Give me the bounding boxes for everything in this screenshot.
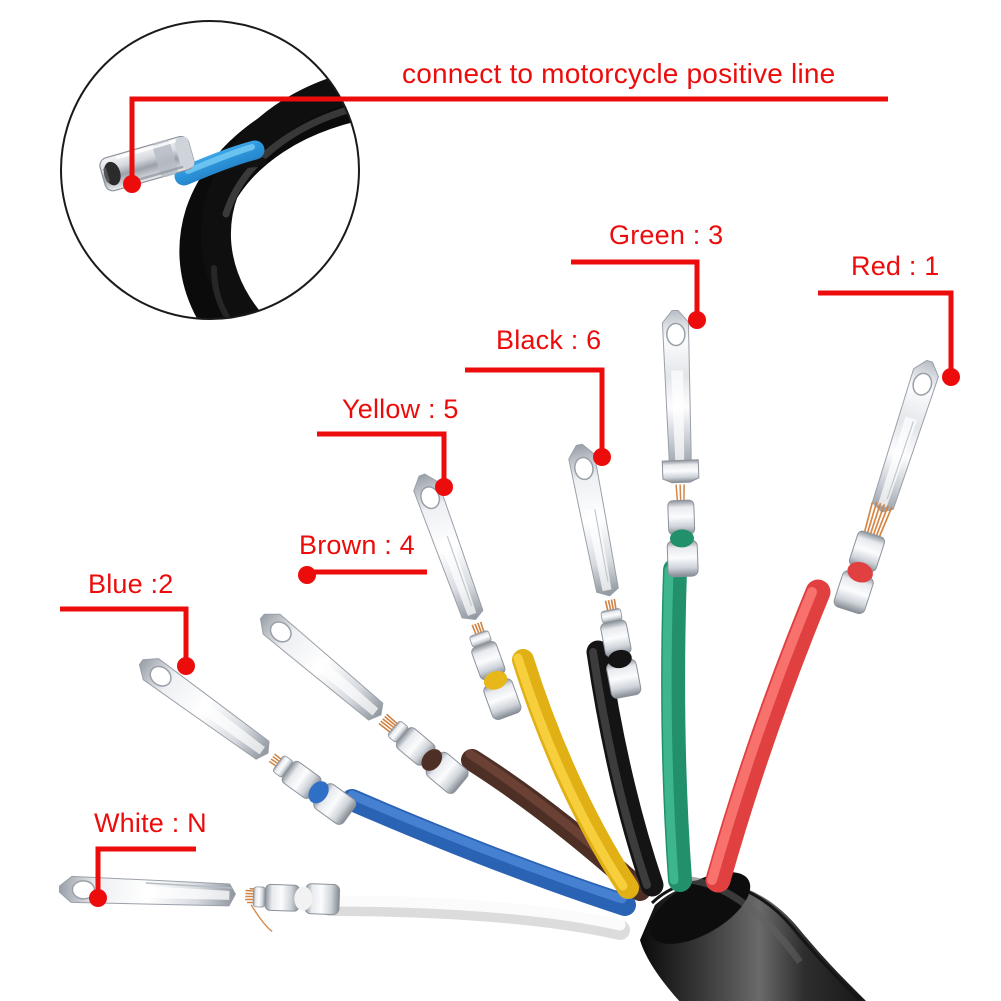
leader-brown-4	[304, 569, 427, 575]
callout-label-brown-4: Brown : 4	[299, 530, 415, 560]
dot-white-n	[89, 889, 107, 907]
callout-label-yellow-5: Yellow : 5	[342, 394, 459, 424]
leader-white-n	[95, 846, 196, 898]
dot-positive-line	[123, 175, 141, 193]
inset-magnifier	[60, 20, 360, 320]
callout-label-black-6: Black : 6	[496, 325, 602, 355]
terminal-yellow	[413, 473, 522, 720]
yellow-wire	[512, 649, 639, 899]
dot-blue-2	[177, 657, 195, 675]
blue-wire	[341, 789, 636, 916]
terminal-green	[661, 309, 700, 578]
leader-green-3	[571, 259, 700, 320]
leader-positive-line	[129, 96, 888, 184]
callout-label-green-3: Green : 3	[609, 220, 724, 250]
dot-green-3	[688, 311, 706, 329]
dot-brown-4	[298, 566, 316, 584]
terminal-red	[833, 359, 939, 615]
dot-red-1	[942, 368, 960, 386]
dot-yellow-5	[435, 478, 453, 496]
callout-label-positive-line: connect to motorcycle positive line	[402, 58, 836, 89]
callout-dots	[89, 175, 960, 907]
green-wire	[661, 558, 692, 892]
dot-black-6	[593, 448, 611, 466]
terminal-brown	[259, 613, 469, 794]
callout-label-white-n: White : N	[94, 808, 207, 838]
leader-blue-2	[60, 606, 189, 666]
red-wire	[705, 579, 831, 893]
callout-label-blue-2: Blue :2	[88, 569, 174, 599]
leader-black-6	[465, 367, 605, 457]
callout-label-red-1: Red : 1	[851, 251, 940, 281]
black-wire	[586, 640, 664, 897]
terminal-blue	[138, 658, 357, 825]
leader-yellow-5	[317, 431, 447, 487]
terminal-black	[568, 443, 642, 699]
white-wire	[320, 895, 630, 940]
leader-red-1	[818, 290, 954, 377]
